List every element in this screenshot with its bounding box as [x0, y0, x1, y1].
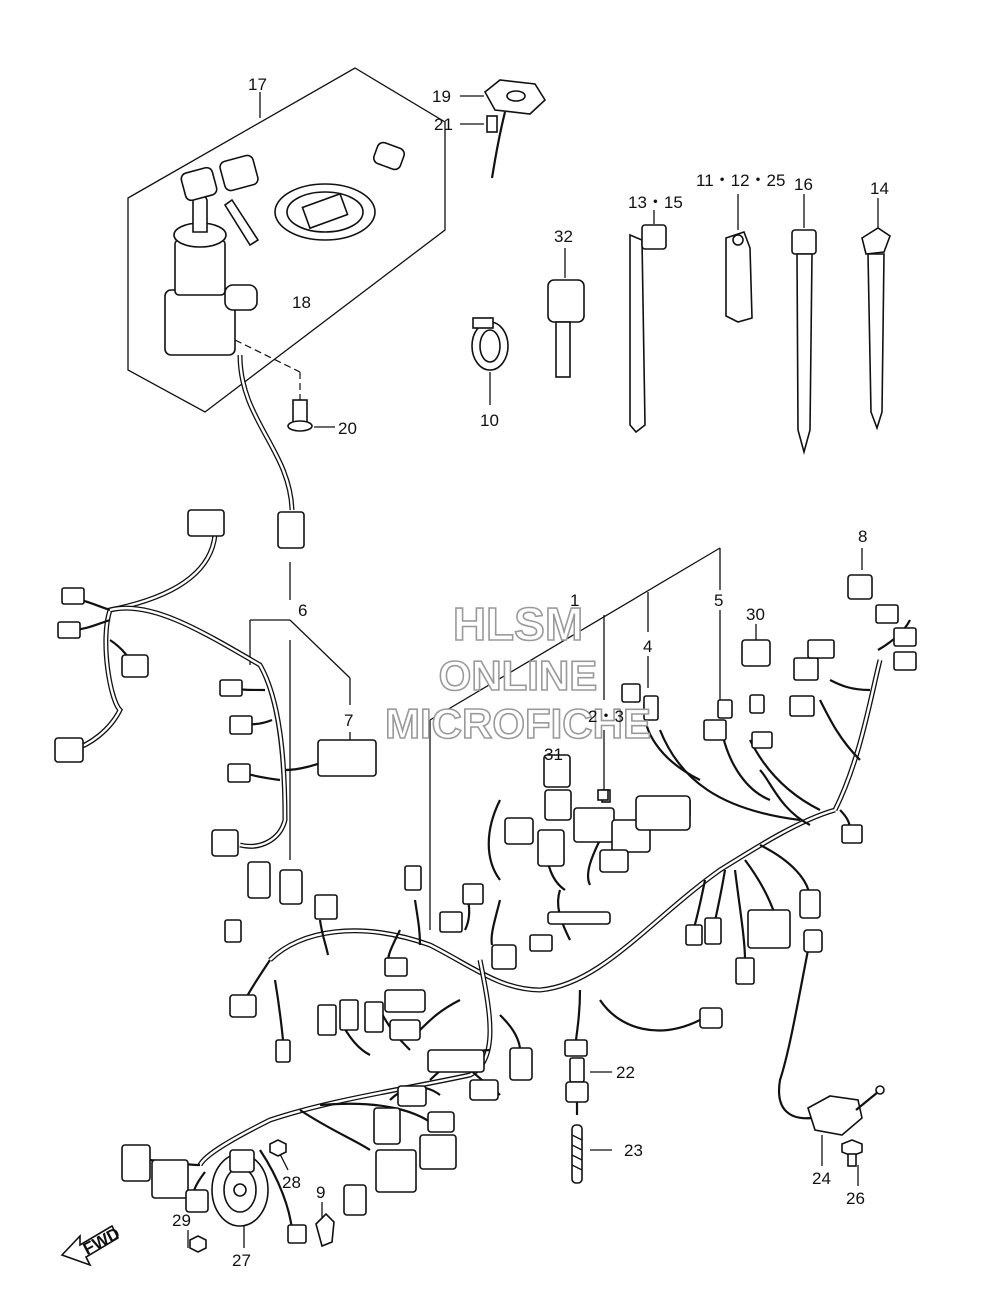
- key-blank-32: [547, 248, 585, 378]
- bolt-28: [269, 1139, 287, 1157]
- callout-2-3: 2・3: [588, 707, 624, 726]
- clamp-9: [315, 1212, 335, 1248]
- callout-5: 5: [714, 591, 723, 610]
- callout-14: 14: [870, 179, 889, 198]
- callout-21: 21: [434, 115, 453, 134]
- harness-connectors: [54, 509, 917, 1244]
- nut-29: [189, 1235, 207, 1253]
- callout-9: 9: [316, 1183, 325, 1202]
- callout-4: 4: [643, 637, 652, 656]
- forward-arrow-icon: FWD: [60, 1224, 123, 1267]
- band-14: [861, 198, 891, 431]
- callout-18: 18: [292, 293, 311, 312]
- clamp-10: [471, 317, 509, 405]
- callout-7: 7: [344, 711, 353, 730]
- callout-10: 10: [480, 411, 499, 430]
- callout-32: 32: [554, 227, 573, 246]
- callout-labels: 17 18 19 20 21 32 10 13・15 11・12・25 16 1…: [172, 75, 889, 1270]
- callout-1: 1: [570, 591, 579, 610]
- callout-31: 31: [544, 745, 563, 764]
- bolt-26: [841, 1139, 863, 1167]
- callout-24: 24: [812, 1169, 831, 1188]
- band-16: [791, 194, 817, 456]
- watermark-line-2: ONLINE: [439, 652, 598, 699]
- callout-19: 19: [432, 87, 451, 106]
- ignition-connector: [277, 511, 305, 549]
- horn-27: [211, 1149, 269, 1227]
- watermark-line-3: MICROFICHE: [385, 700, 651, 747]
- part-19-grommet: [460, 79, 547, 179]
- relay-31: [543, 754, 571, 788]
- bolt-20: [287, 399, 335, 432]
- callout-22: 22: [616, 1063, 635, 1082]
- callout-23: 23: [624, 1141, 643, 1160]
- ignition-switch-group: [127, 67, 446, 413]
- watermark: HLSM ONLINE MICROFICHE: [384, 597, 652, 748]
- callout-17: 17: [248, 75, 267, 94]
- callout-30: 30: [746, 605, 765, 624]
- leader-lines: [187, 547, 863, 1248]
- callout-8: 8: [858, 527, 867, 546]
- callout-11-12-25: 11・12・25: [696, 171, 785, 190]
- callout-27: 27: [232, 1251, 251, 1270]
- callout-16: 16: [794, 175, 813, 194]
- callout-13-15: 13・15: [628, 193, 683, 212]
- band-13-15: [629, 210, 667, 434]
- clamp-11-12-25: [725, 194, 753, 323]
- screw-21: [460, 115, 498, 133]
- callout-28: 28: [282, 1173, 301, 1192]
- callout-20: 20: [338, 419, 357, 438]
- callout-26: 26: [846, 1189, 865, 1208]
- relay-30: [741, 639, 771, 667]
- fwd-label: FWD: [80, 1224, 123, 1259]
- relay-7: [317, 739, 377, 777]
- connector-8: [847, 574, 873, 600]
- callout-6: 6: [298, 601, 307, 620]
- spring-23: [571, 1124, 583, 1184]
- watermark-line-1: HLSM: [453, 598, 583, 650]
- callout-29: 29: [172, 1211, 191, 1230]
- sensor-24: [807, 1085, 885, 1136]
- switch-22: [565, 1057, 589, 1115]
